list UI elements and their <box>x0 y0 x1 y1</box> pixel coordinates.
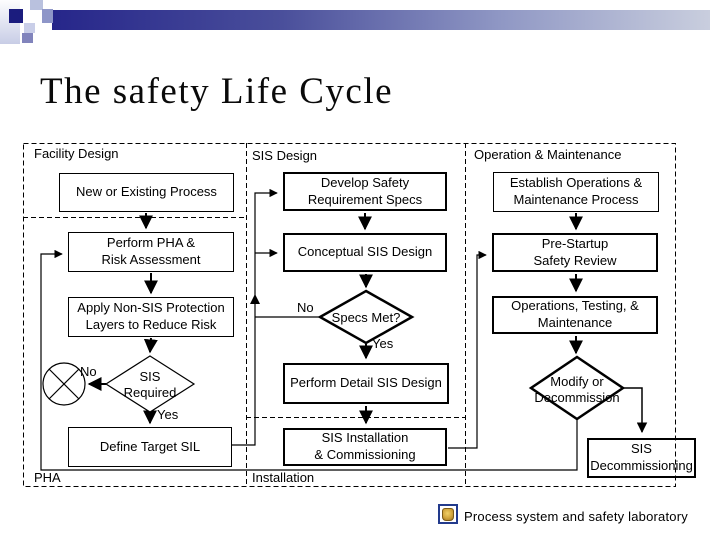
lab-name: Process system and safety laboratory <box>464 509 688 524</box>
node-establish-ops: Establish Operations & Maintenance Proce… <box>493 172 659 212</box>
node-perform-detail: Perform Detail SIS Design <box>283 363 449 404</box>
section-installation: Installation <box>252 470 315 485</box>
node-develop-specs: Develop Safety Requirement Specs <box>283 172 447 211</box>
label-specs-met: Specs Met? <box>331 310 401 325</box>
phase-boundaries <box>23 143 676 487</box>
node-conceptual-design: Conceptual SIS Design <box>283 233 447 272</box>
header-gradient-bar <box>52 10 710 30</box>
node-define-target-sil: Define Target SIL <box>68 427 232 467</box>
section-sis-design: SIS Design <box>252 148 318 163</box>
label-modify-decommission: Modify or Decommission <box>534 374 620 406</box>
edge-label-sis-required-no: No <box>80 364 97 379</box>
edge-label-sis-required-yes: Yes <box>157 407 179 422</box>
node-ops-testing: Operations, Testing, & Maintenance <box>492 296 658 334</box>
stop-circle-icon <box>42 362 86 406</box>
decision-specs-met <box>317 289 415 345</box>
edge-label-specs-met-yes: Yes <box>372 336 394 351</box>
node-new-process: New or Existing Process <box>59 173 234 212</box>
flow-arrows <box>87 213 648 434</box>
node-pre-startup: Pre-Startup Safety Review <box>492 233 658 272</box>
section-operation-maintenance: Operation & Maintenance <box>474 147 622 162</box>
header-square-light <box>30 0 43 10</box>
lab-emblem-crest <box>442 507 454 521</box>
decision-modify-decommission <box>528 355 626 421</box>
feedback-lines <box>40 188 578 471</box>
header-square-dark <box>9 9 23 23</box>
lab-emblem-icon <box>438 504 458 524</box>
node-sis-decommissioning: SIS Decommissioning <box>587 438 696 478</box>
page-title: The safety Life Cycle <box>40 71 394 112</box>
up-arrowhead <box>250 294 260 304</box>
section-pha: PHA <box>34 470 61 485</box>
header-square-small-light <box>24 23 35 33</box>
header-square-mid <box>42 9 53 23</box>
edge-label-specs-met-no: No <box>297 300 314 315</box>
node-apply-non-sis: Apply Non-SIS Protection Layers to Reduc… <box>68 297 234 337</box>
node-perform-pha: Perform PHA & Risk Assessment <box>68 232 234 272</box>
header-square-small-dark <box>22 33 33 43</box>
section-facility-design: Facility Design <box>34 146 119 161</box>
node-sis-installation: SIS Installation & Commissioning <box>283 428 447 466</box>
label-sis-required: SIS Required <box>123 369 177 401</box>
decision-sis-required <box>104 355 196 413</box>
